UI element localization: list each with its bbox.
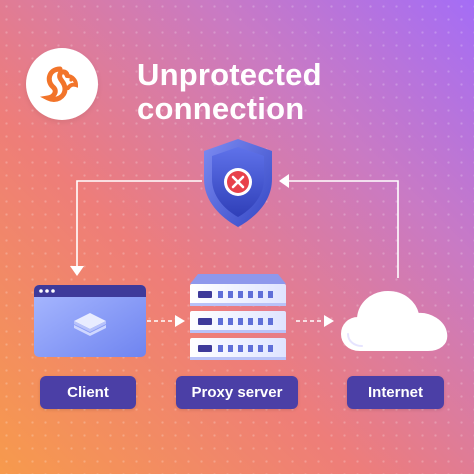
shield-icon — [204, 139, 272, 227]
internet-label: Internet — [347, 376, 444, 409]
client-window-icon — [34, 285, 146, 357]
squirrel-icon — [40, 66, 79, 102]
internet-to-shield-line — [288, 180, 399, 278]
title-line-1: Unprotected — [137, 57, 322, 92]
proxy-server-icon — [190, 274, 286, 360]
arrow-into-shield — [279, 174, 289, 188]
title-line-2: connection — [137, 91, 305, 126]
proxy-server-label: Proxy server — [176, 376, 298, 409]
arrow-into-client — [70, 266, 84, 276]
internet-cloud-icon — [340, 290, 448, 351]
arrow-into-internet — [324, 315, 334, 327]
layers-icon — [74, 313, 106, 336]
shield-to-client-line — [76, 180, 202, 267]
client-label: Client — [40, 376, 136, 409]
brand-logo — [26, 48, 98, 120]
page-title: Unprotected connection — [137, 58, 322, 126]
arrow-into-proxy — [175, 315, 185, 327]
